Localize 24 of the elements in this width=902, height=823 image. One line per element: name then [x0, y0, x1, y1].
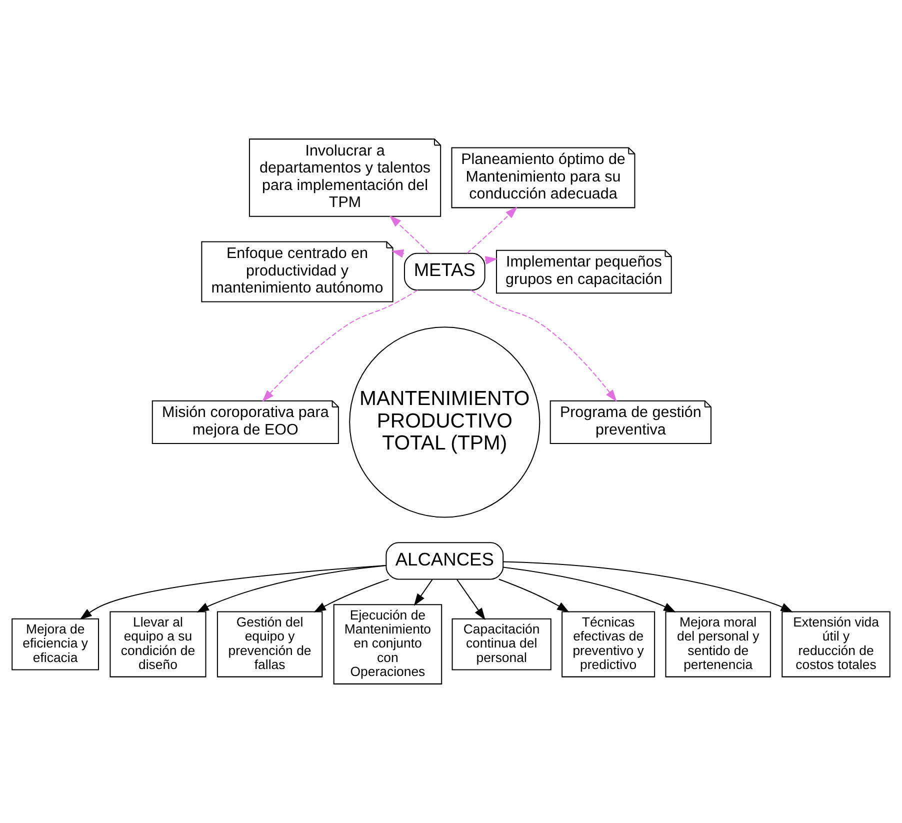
- node-box: Ejecución de Mantenimiento en conjunto con Operaciones: [333, 604, 442, 684]
- node-box: Técnicas efectivas de preventivo y predictivo: [562, 611, 656, 678]
- arrow: [503, 566, 676, 612]
- node-box: Llevar al equipo a su condición de diseño: [110, 611, 206, 678]
- arrow: [414, 579, 433, 606]
- arrow: [503, 561, 793, 612]
- node-box: Gestión del equipo y prevención de fallas: [216, 611, 323, 678]
- node-box: Mejora de eficiencia y eficacia: [12, 618, 100, 670]
- node-box: Mejora moral del personal y sentido de pertenencia: [665, 611, 771, 678]
- arrow: [470, 290, 617, 402]
- arrow: [484, 256, 498, 265]
- arrow: [391, 249, 404, 258]
- node-circle: MANTENIMIENTO PRODUCTIVO TOTAL (TPM): [349, 326, 540, 518]
- arrow: [262, 290, 418, 402]
- node-box: Extensión vida útil y reducción de costos totales: [782, 611, 890, 678]
- node-box: ALCANCES: [386, 542, 504, 580]
- arrow: [389, 215, 430, 254]
- arrow: [80, 564, 386, 620]
- arrow: [314, 578, 389, 612]
- node-box: Capacitación continua del personal: [452, 618, 552, 670]
- arrow: [466, 206, 518, 254]
- arrow: [498, 578, 570, 612]
- arrow: [196, 565, 386, 612]
- arrow: [456, 579, 486, 620]
